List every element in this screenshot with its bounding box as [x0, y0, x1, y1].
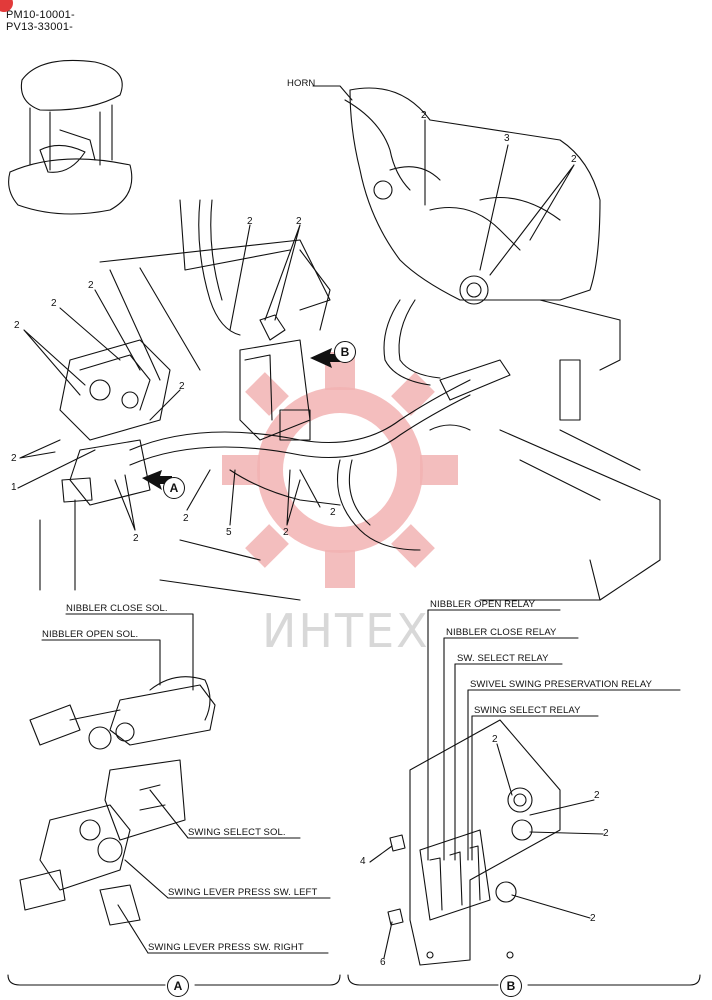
watermark-text: ИНТЕХ: [262, 604, 430, 658]
label-horn: HORN: [287, 78, 316, 89]
corner-mark-icon: [0, 0, 13, 12]
arrow-a-icon: [142, 470, 172, 490]
watermark-gear-icon: [257, 387, 423, 553]
header-line-2: PV13-33001-: [6, 21, 74, 33]
label-swing-select-sol: SWING SELECT SOL.: [188, 827, 286, 838]
callout-a-top: A: [163, 477, 185, 499]
item-number: 3: [504, 133, 510, 144]
label-nibbler-open-relay: NIBBLER OPEN RELAY: [430, 599, 536, 610]
item-number: 4: [360, 856, 366, 867]
item-number: 2: [88, 280, 94, 291]
label-nibbler-close-relay: NIBBLER CLOSE RELAY: [446, 627, 557, 638]
item-number: 2: [330, 507, 336, 518]
label-nibbler-open-sol: NIBBLER OPEN SOL.: [42, 629, 139, 640]
item-number: 2: [51, 298, 57, 309]
header-line-1: PM10-10001-: [6, 9, 75, 21]
item-number: 2: [133, 533, 139, 544]
item-number: 2: [603, 828, 609, 839]
item-number: 2: [11, 453, 17, 464]
label-swing-lever-right: SWING LEVER PRESS SW. RIGHT: [148, 942, 304, 953]
label-swing-select-relay: SWING SELECT RELAY: [474, 705, 581, 716]
item-number: 2: [179, 381, 185, 392]
callout-b-bottom: B: [500, 975, 522, 997]
item-number: 2: [492, 734, 498, 745]
item-number: 2: [247, 216, 253, 227]
callout-a-bottom: A: [167, 975, 189, 997]
item-number: 2: [594, 790, 600, 801]
label-nibbler-close-sol: NIBBLER CLOSE SOL.: [66, 603, 168, 614]
item-number: 2: [183, 513, 189, 524]
label-swing-lever-left: SWING LEVER PRESS SW. LEFT: [168, 887, 318, 898]
item-number: 6: [380, 957, 386, 968]
item-number: 2: [571, 154, 577, 165]
item-number: 2: [296, 216, 302, 227]
label-swivel-swing-relay: SWIVEL SWING PRESERVATION RELAY: [470, 679, 653, 690]
item-number: 2: [421, 110, 427, 121]
arrow-b-icon: [310, 348, 340, 368]
item-number: 2: [14, 320, 20, 331]
item-number: 5: [226, 527, 232, 538]
item-number-extra: 2: [590, 913, 596, 924]
label-sw-select-relay: SW. SELECT RELAY: [457, 653, 549, 664]
item-number: 2: [283, 527, 289, 538]
callout-b-top: B: [334, 341, 356, 363]
item-number: 1: [11, 482, 17, 493]
